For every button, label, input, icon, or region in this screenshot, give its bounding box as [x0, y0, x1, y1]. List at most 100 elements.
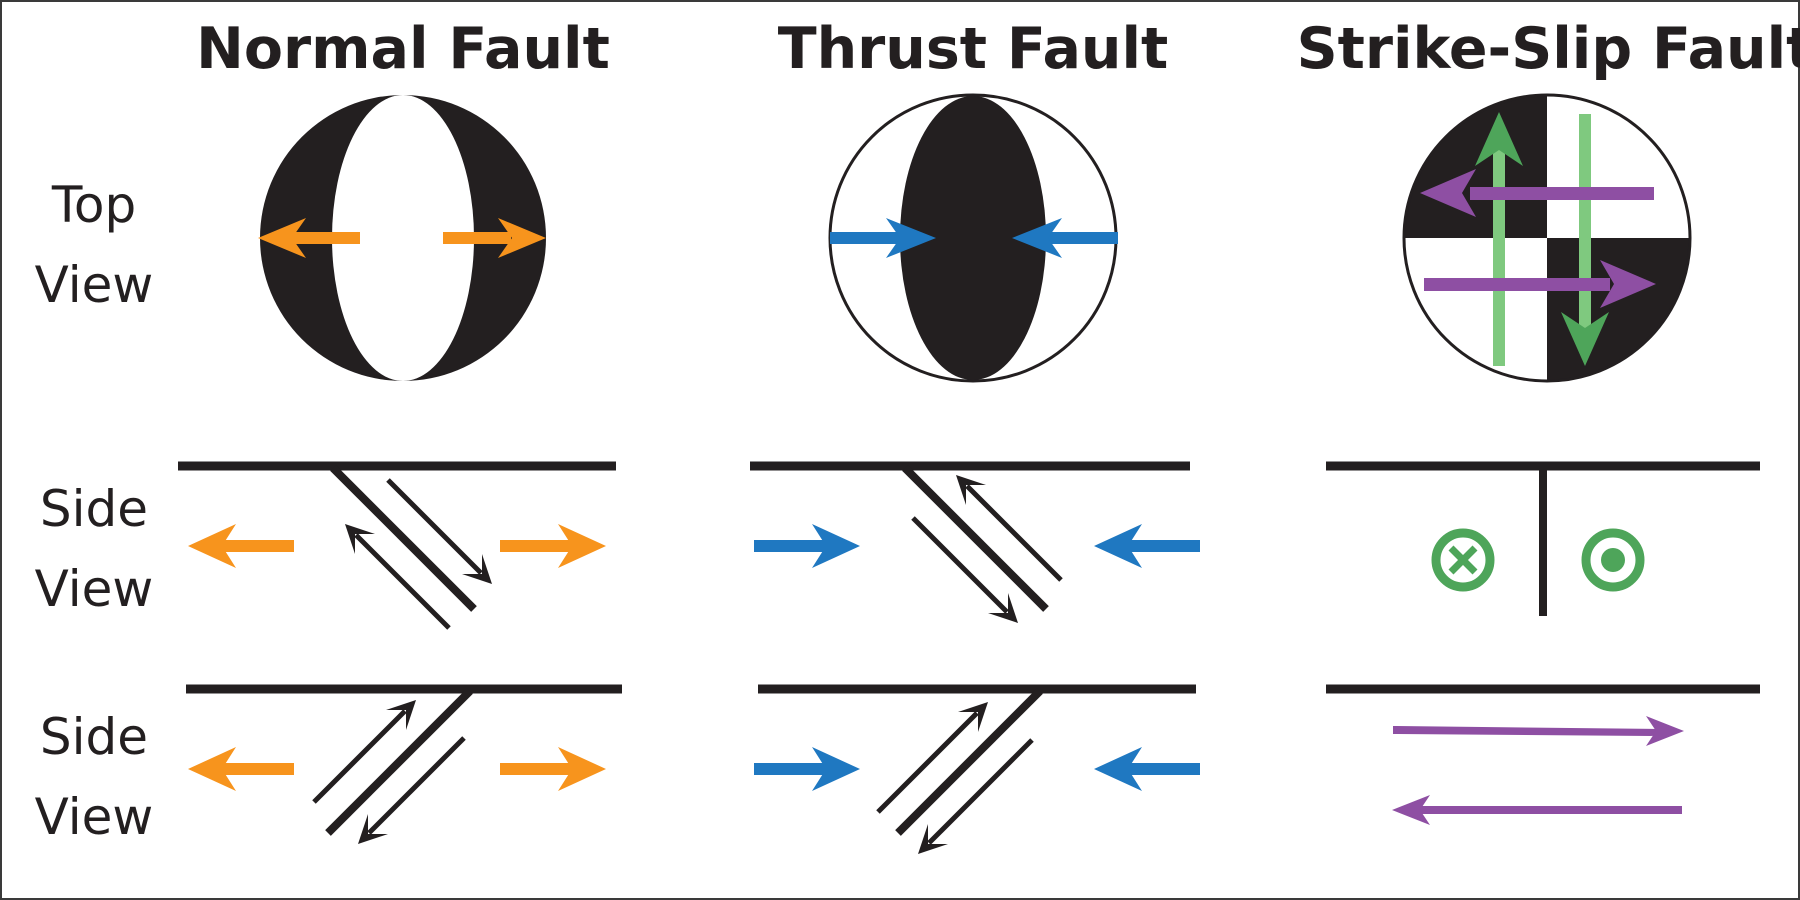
arrow-head [1420, 169, 1476, 217]
arrow-head [958, 702, 988, 732]
normal-side1-arrow-left [188, 524, 294, 568]
thrust-fault-beachball [828, 93, 1118, 383]
strike-top-arrow-down [1561, 114, 1609, 366]
arrow-head [358, 814, 388, 844]
cross-stroke-b [1448, 545, 1478, 575]
normal-side2-slip-arrow-down [358, 736, 466, 844]
normal-top-arrow-right [443, 218, 546, 258]
strike-top-arrow-left [1420, 169, 1654, 217]
thrust-side2-arrow-left [1094, 747, 1200, 791]
arrow-shaft [222, 763, 294, 775]
normal-fault-beachball [260, 95, 546, 381]
arrow-head [1561, 312, 1609, 366]
beachball-outline [1402, 93, 1692, 383]
arrow-shaft [754, 763, 826, 775]
row-label-side1-line1: Side [40, 480, 148, 538]
title-normal-fault: Normal Fault [196, 16, 610, 82]
strike-slip-beachball [1402, 93, 1692, 383]
strike-side2-arrow-left [1392, 795, 1682, 825]
normal-side2-arrow-left [188, 747, 294, 791]
thrust-side2-slip-arrow-down [918, 738, 1034, 854]
arrow-head [1600, 260, 1656, 308]
arrow-head [1475, 112, 1523, 166]
arrow-head [258, 218, 306, 258]
normal-side1-slip-arrow-up [345, 524, 451, 630]
normal-top-arrow-left [258, 218, 360, 258]
arrow-head [386, 700, 416, 730]
normal-side2-slip-arrow-up [312, 700, 416, 804]
arrow-head [918, 824, 948, 854]
thrust-side1-arrow-right [754, 524, 860, 568]
arrow-shaft [367, 736, 466, 835]
row-label-side2-line1: Side [40, 708, 148, 766]
thrust-side1-slip-arrow-down [911, 516, 1018, 623]
normal-side2-arrow-right [500, 747, 606, 791]
beachball-white-lens [332, 95, 474, 381]
circle-cross-ring [1431, 528, 1495, 592]
arrow-shaft [830, 232, 902, 244]
arrow-head [498, 218, 546, 258]
arrow-shaft [500, 540, 572, 552]
arrow-shaft [1046, 232, 1118, 244]
quadrant-bottom-right [1547, 238, 1690, 381]
arrow-head [988, 593, 1018, 623]
arrow-shaft [927, 738, 1034, 845]
arrow-shaft [965, 484, 1063, 582]
circle-dot-ring [1581, 528, 1645, 592]
circle-dot-icon [1581, 528, 1645, 592]
beachball-black-lens [900, 96, 1046, 380]
arrow-head [1012, 218, 1062, 258]
arrow-shaft [876, 711, 979, 814]
arrow-head [1392, 795, 1430, 825]
normal-side1-fault-plane [330, 465, 477, 612]
arrow-shaft [1393, 726, 1660, 736]
arrow-shaft [754, 540, 826, 552]
arrow-shaft [1470, 187, 1654, 200]
row-label-top-line1: Top [51, 176, 136, 234]
strike-top-arrow-up [1475, 112, 1523, 366]
arrow-head [345, 524, 375, 554]
arrow-shaft [1493, 150, 1505, 366]
thrust-side2-slip-arrow-up [876, 702, 988, 814]
normal-side1-arrow-right [500, 524, 606, 568]
arrow-shaft [1424, 278, 1610, 291]
circle-cross-icon [1431, 528, 1495, 592]
arrow-head [558, 747, 606, 791]
arrow-head [956, 475, 986, 505]
arrow-shaft [500, 763, 572, 775]
title-thrust-fault: Thrust Fault [778, 16, 1169, 82]
strike-side2-arrow-right [1393, 716, 1684, 746]
arrow-shaft [292, 232, 360, 244]
arrow-shaft [911, 516, 1009, 614]
arrow-head [1646, 716, 1684, 746]
thrust-side1-slip-arrow-up [956, 475, 1063, 582]
arrow-shaft [222, 540, 294, 552]
arrow-shaft [312, 709, 407, 804]
arrow-shaft [1128, 763, 1200, 775]
thrust-top-arrow-left [830, 218, 936, 258]
row-label-side1-line2: View [35, 560, 154, 618]
thrust-side2-arrow-right [754, 747, 860, 791]
arrow-head [1094, 747, 1142, 791]
thrust-side1-arrow-left [1094, 524, 1200, 568]
normal-side1-slip-arrow-down [386, 478, 492, 584]
row-label-side2-line2: View [35, 788, 154, 846]
arrow-shaft [1579, 114, 1591, 328]
strike-top-arrow-right [1424, 260, 1656, 308]
arrow-head [1094, 524, 1142, 568]
arrow-head [462, 554, 492, 584]
title-strike-slip-fault: Strike-Slip Fault [1297, 16, 1800, 82]
arrow-shaft [354, 533, 451, 630]
circle-dot-center [1601, 548, 1625, 572]
arrow-shaft [1128, 540, 1200, 552]
thrust-side1-fault-plane [902, 465, 1049, 612]
arrow-head [812, 747, 860, 791]
row-label-top-line2: View [35, 256, 154, 314]
normal-side2-fault-plane [325, 688, 473, 836]
thrust-top-arrow-right [1012, 218, 1118, 258]
arrow-shaft [386, 478, 483, 575]
arrow-head [188, 524, 236, 568]
arrow-head [558, 524, 606, 568]
